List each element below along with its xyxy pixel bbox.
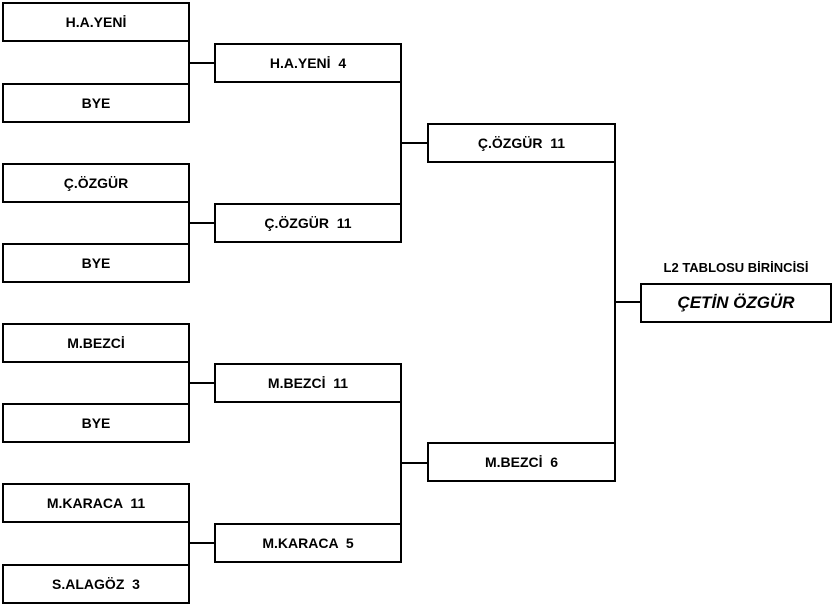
round1-slot-8: S.ALAGÖZ 3 xyxy=(2,564,190,604)
connector-r2-pair1-horizontal xyxy=(400,142,427,144)
champion-title: L2 TABLOSU BİRİNCİSİ xyxy=(663,260,809,275)
round1-slot-7: M.KARACA 11 xyxy=(2,483,190,523)
round2-slot-2: Ç.ÖZGÜR 11 xyxy=(214,203,402,243)
round1-slot-5: M.BEZCİ xyxy=(2,323,190,363)
connector-r1-pair2-horizontal xyxy=(188,222,214,224)
champion-box: ÇETİN ÖZGÜR xyxy=(640,283,832,323)
connector-r1-pair4-horizontal xyxy=(188,542,214,544)
connector-r2-pair2-horizontal xyxy=(400,462,427,464)
round1-slot-3: Ç.ÖZGÜR xyxy=(2,163,190,203)
round2-slot-4: M.KARACA 5 xyxy=(214,523,402,563)
round1-slot-4: BYE xyxy=(2,243,190,283)
round3-slot-1: Ç.ÖZGÜR 11 xyxy=(427,123,616,163)
round2-slot-1: H.A.YENİ 4 xyxy=(214,43,402,83)
round3-slot-2: M.BEZCİ 6 xyxy=(427,442,616,482)
connector-r1-pair3-horizontal xyxy=(188,382,214,384)
round1-slot-6: BYE xyxy=(2,403,190,443)
round1-slot-1: H.A.YENİ xyxy=(2,2,190,42)
round1-slot-2: BYE xyxy=(2,83,190,123)
round2-slot-3: M.BEZCİ 11 xyxy=(214,363,402,403)
connector-r1-pair1-horizontal xyxy=(188,62,214,64)
connector-final-horizontal xyxy=(614,301,640,303)
